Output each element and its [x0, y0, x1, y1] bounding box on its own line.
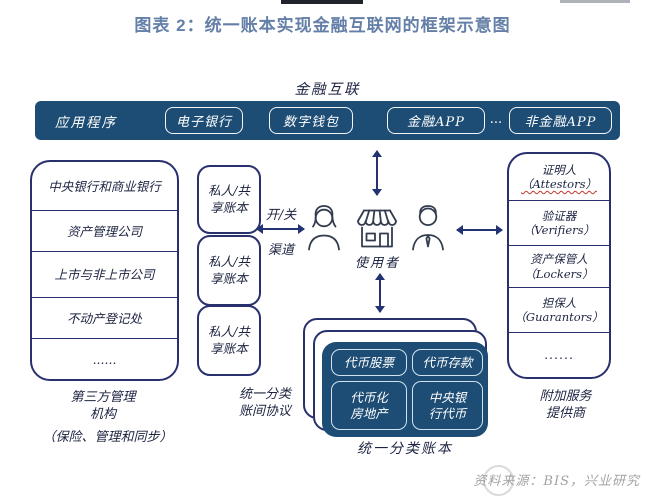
users-to-ledger-arrow — [375, 273, 385, 313]
private-shared-ledger-box: 私人/共 享账本 — [197, 305, 261, 376]
unified-ledger-caption: 统一分类账本 — [357, 441, 453, 457]
token-label: 代币股票 — [343, 354, 394, 370]
service-en: （Attestors） — [521, 177, 597, 191]
token-deposits: 代币存款 — [412, 349, 483, 376]
institution-row-ellipsis: ...... — [92, 351, 117, 367]
channel-onoff-label: 开/关 — [265, 208, 297, 223]
service-row: 验证器 （Verifiers） — [509, 201, 609, 246]
additional-services-caption: 附加服务 提供商 — [523, 389, 608, 423]
watermark-logo — [483, 465, 514, 496]
caption-line: 提供商 — [545, 405, 585, 421]
ledger-box-line1: 私人/共 — [208, 324, 250, 340]
ledger-box-line2: 享账本 — [210, 340, 248, 356]
token-label: 代币存款 — [422, 354, 473, 370]
third-party-subcaption: （保险、管理和同步） — [42, 430, 173, 445]
token-label-line2: 房地产 — [350, 405, 388, 421]
store-icon — [355, 206, 399, 250]
service-en: （Verifiers） — [522, 223, 596, 237]
third-party-caption: 第三方管理 机构 — [43, 390, 163, 424]
institutions-panel: 中央银行和商业银行 资产管理公司 上市与非上市公司 不动产登记处 ...... — [30, 160, 179, 381]
token-label-line1: 中央银 — [428, 389, 467, 405]
service-row: 资产保管人 （Lockers） — [509, 246, 609, 288]
app-pill-nonfinapp: 非金融APP — [509, 107, 612, 134]
private-shared-ledger-box: 私人/共 享账本 — [197, 165, 261, 234]
users-label: 使用者 — [354, 256, 400, 271]
token-cbdc: 中央银 行代币 — [412, 381, 483, 430]
channel-double-arrow — [256, 224, 305, 234]
woman-user-icon — [305, 203, 343, 252]
unified-ledger-box: 代币股票 代币存款 代币化 房地产 中央银 行代币 — [322, 342, 488, 437]
channel-label: 渠道 — [267, 243, 294, 258]
caption-line: 附加服务 — [539, 389, 592, 404]
service-zh: 证明人 — [541, 162, 577, 177]
institution-row: 上市与非上市公司 — [32, 252, 177, 298]
institution-row: 资产管理公司 — [32, 211, 177, 252]
ledger-box-line2: 享账本 — [210, 270, 248, 286]
token-real-estate: 代币化 房地产 — [331, 381, 407, 430]
caption-line: 统一分类 — [238, 387, 291, 402]
app-pill-ebank: 电子银行 — [165, 107, 243, 134]
service-row-ellipsis: ...... — [544, 347, 574, 363]
token-label-line1: 代币化 — [350, 389, 388, 405]
token-label-line2: 行代币 — [428, 405, 467, 421]
institution-row: 不动产登记处 — [32, 298, 177, 339]
interledger-protocol-caption: 统一分类 账间协议 — [225, 387, 305, 421]
caption-line: 机构 — [89, 406, 116, 422]
private-shared-ledger-box: 私人/共 享账本 — [197, 235, 261, 306]
service-en: （Lockers） — [524, 266, 594, 281]
institution-row: 中央银行和商业银行 — [32, 162, 177, 211]
service-zh: 资产保管人 — [530, 252, 588, 267]
service-row: 担保人 （Guarantors） — [509, 288, 609, 333]
caption-line: 第三方管理 — [70, 390, 136, 405]
service-zh: 担保人 — [541, 295, 577, 310]
caption-line: 账间协议 — [238, 403, 291, 419]
top-edge-artifact-right — [560, 0, 630, 3]
ledger-box-line1: 私人/共 — [208, 254, 250, 270]
users-to-services-arrow — [456, 225, 503, 235]
application-layer-bar: 应用程序 电子银行 数字钱包 金融APP ... 非金融APP — [35, 101, 620, 140]
ledger-box-line1: 私人/共 — [208, 183, 250, 199]
application-layer-title: 应用程序 — [55, 114, 117, 131]
token-stocks: 代币股票 — [331, 349, 407, 376]
app-bar-ellipsis: ... — [489, 112, 503, 127]
figure-title: 图表 2：统一账本实现金融互联网的框架示意图 — [134, 16, 511, 35]
app-pill-finapp: 金融APP — [387, 107, 485, 134]
source-note: 资料来源：BIS，兴业研究 — [473, 474, 640, 489]
app-pill-wallet: 数字钱包 — [269, 107, 353, 134]
users-to-apps-arrow — [372, 150, 382, 196]
service-en: （Guarantors） — [514, 310, 604, 324]
ledger-box-line2: 享账本 — [210, 199, 248, 215]
man-user-icon — [405, 203, 451, 252]
service-zh: 验证器 — [541, 208, 577, 223]
service-row: 证明人 （Attestors） — [509, 154, 609, 201]
top-edge-artifact — [281, 0, 363, 4]
financial-interlink-label: 金融互联 — [294, 82, 361, 98]
services-panel: 证明人 （Attestors） 验证器 （Verifiers） 资产保管人 （L… — [507, 152, 611, 379]
